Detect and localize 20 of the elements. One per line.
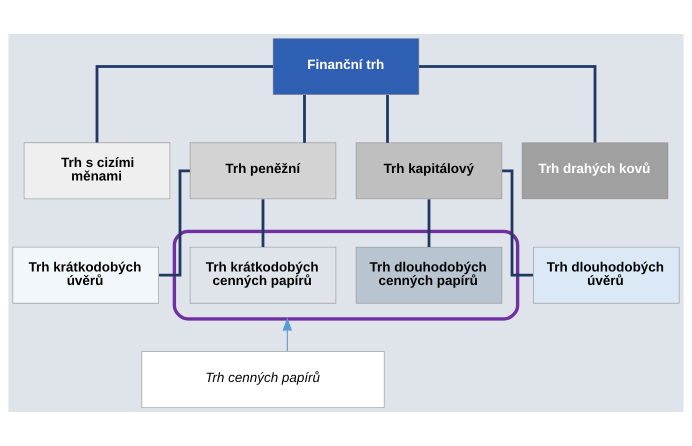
connector: [303, 95, 306, 143]
cluster: [172, 230, 520, 321]
node-box: Trh dlouhodobých cenných papírů: [356, 246, 502, 304]
node-box: Trh s cizími měnami: [24, 142, 170, 200]
connector: [96, 65, 273, 142]
node-box: Finanční trh: [272, 38, 420, 95]
node-box: Trh krátkodobých cenných papírů: [190, 246, 336, 304]
connector: [502, 169, 533, 277]
node-box: Trh drahých kovů: [522, 142, 668, 200]
arrow: [282, 317, 292, 351]
connector: [386, 95, 389, 143]
node-box: Trh kapitálový: [356, 142, 502, 200]
node-box: Trh peněžní: [190, 142, 336, 200]
connector: [159, 169, 190, 277]
connector: [419, 65, 596, 142]
connector: [428, 199, 430, 248]
node-box: Trh dlouhodobých úvěrů: [533, 246, 680, 304]
node-box: Trh krátkodobých úvěrů: [12, 246, 159, 304]
connector: [262, 199, 264, 248]
node-box: Trh cenných papírů: [142, 351, 384, 408]
